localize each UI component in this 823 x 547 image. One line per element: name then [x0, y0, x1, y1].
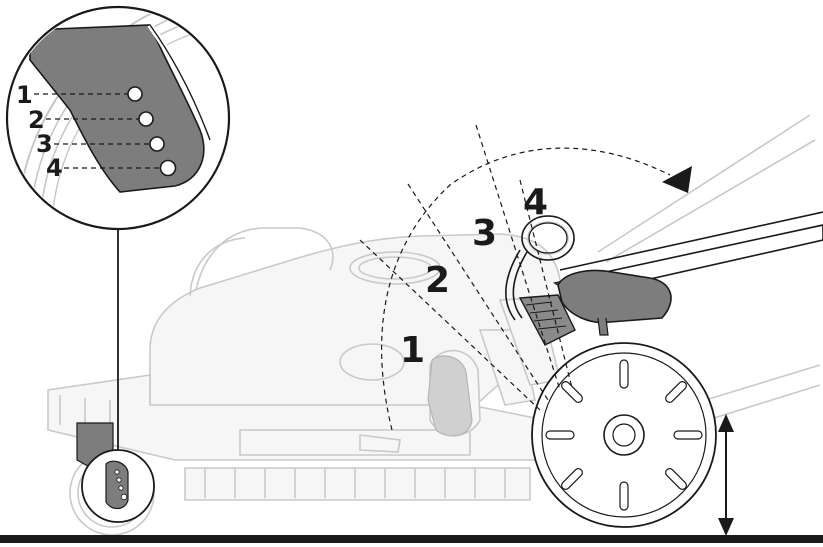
- wheel-bracket: [76, 230, 155, 523]
- handle-label-4: 4: [523, 182, 548, 223]
- ghost-hand-icon: [427, 355, 473, 437]
- hand-icon: [557, 269, 672, 336]
- inset-label-1: 1: [16, 81, 33, 109]
- rotation-arrow-icon: [662, 166, 692, 193]
- handle-label-1: 1: [400, 330, 425, 371]
- handle-label-3: 3: [472, 213, 497, 254]
- inset-label-2: 2: [28, 106, 45, 134]
- inset-label-3: 3: [36, 130, 53, 158]
- inset-label-4: 4: [46, 154, 63, 182]
- position-guide-lines: [359, 124, 671, 431]
- handle-label-2: 2: [425, 260, 450, 301]
- zoom-inset: 1 2 3 4: [5, 5, 231, 231]
- handle-position-labels: 1 2 3 4: [400, 182, 548, 371]
- height-arrow-icon: [718, 414, 734, 536]
- ground-line: [0, 535, 823, 543]
- rear-wheel: [531, 342, 717, 528]
